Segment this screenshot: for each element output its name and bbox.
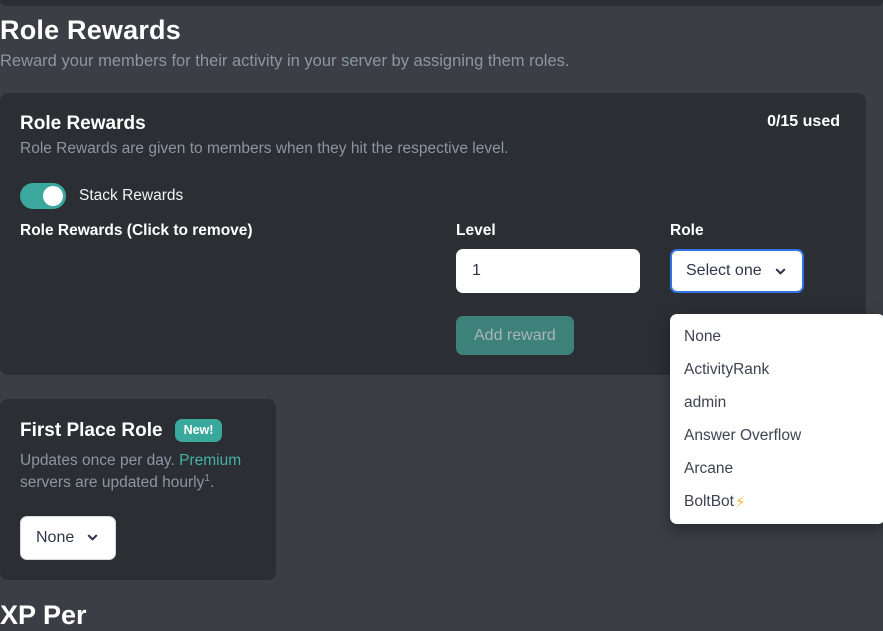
dropdown-option-answer-overflow[interactable]: Answer Overflow bbox=[684, 426, 802, 444]
role-rewards-card: Role Rewards 0/15 used Role Rewards are … bbox=[0, 93, 883, 525]
first-place-role-select[interactable]: None bbox=[20, 515, 117, 560]
dropdown-option-admin[interactable]: admin bbox=[684, 393, 727, 411]
dropdown-option-boltbot[interactable]: BoltBot⚡ bbox=[684, 492, 746, 511]
card-title: Role Rewards bbox=[20, 113, 146, 135]
stack-rewards-label: Stack Rewards bbox=[79, 187, 184, 205]
chevron-down-icon bbox=[85, 530, 100, 545]
previous-card-bottom-edge bbox=[0, 0, 883, 6]
new-badge: New! bbox=[174, 419, 223, 443]
footnote-marker: 1 bbox=[204, 473, 210, 485]
first-place-role-select-value: None bbox=[36, 528, 75, 546]
stack-rewards-toggle[interactable] bbox=[20, 183, 66, 210]
first-place-role-description: Updates once per day. Premium servers ar… bbox=[20, 452, 242, 492]
role-select[interactable]: Select one bbox=[670, 249, 804, 294]
first-place-role-title: First Place Role bbox=[20, 419, 163, 441]
card-description: Role Rewards are given to members when t… bbox=[20, 140, 509, 158]
add-reward-button[interactable]: Add reward bbox=[456, 316, 574, 356]
first-place-role-card: First Place Role New! Updates once per d… bbox=[0, 399, 276, 580]
reward-list-label: Role Rewards (Click to remove) bbox=[20, 222, 253, 240]
premium-link[interactable]: Premium bbox=[179, 452, 242, 470]
level-input[interactable] bbox=[456, 249, 640, 294]
role-select-value: Select one bbox=[686, 262, 762, 280]
page-title: Role Rewards bbox=[0, 15, 181, 45]
role-label: Role bbox=[670, 222, 704, 240]
lightning-icon: ⚡ bbox=[734, 493, 746, 511]
toggle-knob-icon bbox=[43, 186, 63, 207]
level-label: Level bbox=[456, 222, 496, 240]
page-subtitle: Reward your members for their activity i… bbox=[0, 52, 570, 71]
role-dropdown-menu: None ActivityRank admin Answer Overflow … bbox=[670, 314, 883, 525]
dropdown-option-none[interactable]: None bbox=[684, 327, 722, 345]
dropdown-option-activityrank[interactable]: ActivityRank bbox=[684, 360, 770, 378]
chevron-down-icon bbox=[773, 264, 788, 279]
usage-counter: 0/15 used bbox=[767, 113, 840, 131]
dropdown-option-arcane[interactable]: Arcane bbox=[684, 459, 734, 477]
next-section-heading: XP Per bbox=[0, 599, 87, 630]
